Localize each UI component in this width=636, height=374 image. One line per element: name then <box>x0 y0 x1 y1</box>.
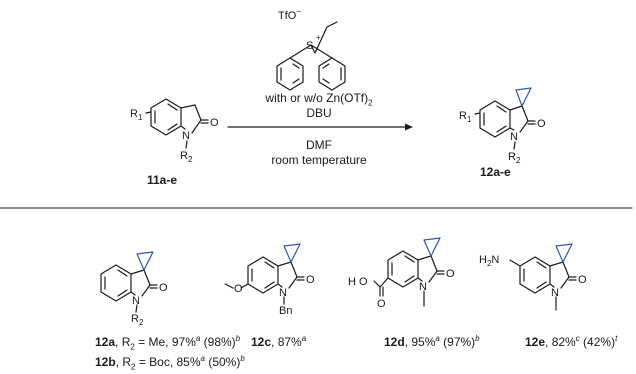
caption-12b: 12b, R2 = Boc, 85%a (50%)b <box>95 354 245 372</box>
cyclopropane-12a <box>136 251 154 271</box>
sm-nitrogen: N <box>182 130 190 142</box>
ex-e-amine: H2N <box>479 254 499 268</box>
product-nitrogen: N <box>510 131 518 143</box>
cyclopropane-12d <box>423 237 441 257</box>
ex-d-hydroxyl: H O <box>348 276 368 288</box>
ex-d-nitrogen: N <box>419 281 427 293</box>
sulfonium-reagent <box>276 21 346 91</box>
product-r1: R1 <box>459 110 472 124</box>
ex-c-methoxy-oxygen: O <box>234 283 243 295</box>
ex-c-oxygen: O <box>306 274 315 286</box>
starting-material-label: 11a-e <box>147 173 178 187</box>
example-12a <box>100 251 158 313</box>
caption-12c: 12c, 87%a <box>251 334 307 349</box>
ex-a-nitrogen: N <box>132 295 140 307</box>
cyclopropane-12e <box>555 243 573 263</box>
reagent-counterion: TfO− <box>278 7 301 22</box>
sm-r1: R1 <box>130 108 143 122</box>
conditions-line-4: room temperature <box>271 153 367 167</box>
sm-r2: R2 <box>180 150 193 164</box>
ex-d-oxygen: O <box>446 268 455 280</box>
conditions-line-1: with or w/o Zn(OTf)2 <box>265 91 373 108</box>
reagent-sulfur-charge: + <box>316 33 321 42</box>
product-r2: R2 <box>508 151 521 165</box>
ex-e-oxygen: O <box>578 274 587 286</box>
conditions-line-2: DBU <box>306 106 332 120</box>
reagent-phenyl-right <box>318 57 346 91</box>
ex-d-carbonyl-oxygen: O <box>377 298 386 310</box>
product-cyclopropane <box>515 87 532 107</box>
ex-c-benzyl: Bn <box>279 305 292 317</box>
sm-oxygen: O <box>210 117 219 129</box>
product-12 <box>474 87 536 150</box>
cyclopropane-12c <box>283 243 301 263</box>
example-12d <box>373 237 445 307</box>
ex-a-oxygen: O <box>159 282 168 294</box>
ex-e-nitrogen: N <box>551 287 559 299</box>
conditions-line-3: DMF <box>306 138 332 152</box>
reagent-phenyl-left <box>276 57 304 91</box>
starting-material-11 <box>145 98 209 149</box>
product-oxygen: O <box>537 118 546 130</box>
product-label: 12a-e <box>480 165 511 179</box>
caption-12d: 12d, 95%a (97%)b <box>384 334 480 349</box>
reagent-sulfur: S <box>306 40 313 52</box>
example-12c <box>224 243 305 305</box>
ex-a-r2: R2 <box>131 313 144 327</box>
ex-c-nitrogen: N <box>279 287 287 299</box>
caption-12a: 12a, R2 = Me, 97%a (98%)b <box>95 334 241 352</box>
caption-12e: 12e, 82%c (42%)t <box>525 334 618 349</box>
example-12e <box>509 243 577 311</box>
